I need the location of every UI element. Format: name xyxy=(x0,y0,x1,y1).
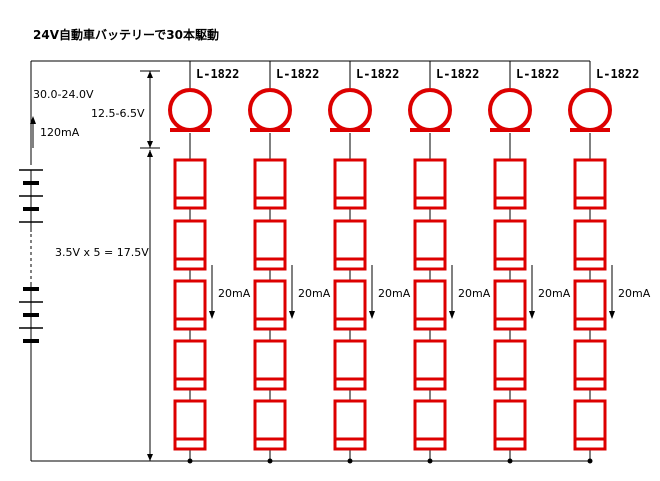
led-current-arrow-head xyxy=(209,311,215,319)
led-body xyxy=(333,219,367,271)
dim-arrow-head xyxy=(147,454,153,461)
led-string-voltage-label: 3.5V x 5 = 17.5V xyxy=(55,246,149,259)
lamp-part-label: L-1822 xyxy=(196,67,240,81)
led-body xyxy=(413,279,447,331)
led-body xyxy=(253,399,287,451)
led-body xyxy=(333,158,367,210)
dim-arrow-head xyxy=(147,71,153,78)
led-body xyxy=(493,158,527,210)
junction-dot xyxy=(267,458,273,464)
dimension-arrows xyxy=(30,70,615,461)
led-body xyxy=(573,219,607,271)
led-current-arrow-head xyxy=(289,311,295,319)
led-body xyxy=(173,399,207,451)
components xyxy=(168,88,612,451)
lamp-bulb xyxy=(168,88,212,132)
led-current-label: 20mA xyxy=(298,287,331,300)
lamp-part-label: L-1822 xyxy=(436,67,480,81)
led-body xyxy=(493,339,527,391)
junction-dot xyxy=(587,458,593,464)
led-body xyxy=(573,158,607,210)
led-body xyxy=(573,279,607,331)
led-body xyxy=(173,219,207,271)
led-body xyxy=(413,219,447,271)
led-body xyxy=(493,399,527,451)
current-arrow-head xyxy=(30,116,36,124)
lamp-part-label: L-1822 xyxy=(596,67,640,81)
led-body xyxy=(413,158,447,210)
junction-dot xyxy=(507,458,513,464)
lamp-bulb xyxy=(408,88,452,132)
supply-voltage-label: 30.0-24.0V xyxy=(33,88,94,101)
junction-dot xyxy=(427,458,433,464)
led-current-arrow-head xyxy=(609,311,615,319)
led-body xyxy=(253,158,287,210)
led-body xyxy=(333,279,367,331)
led-body xyxy=(573,339,607,391)
led-body xyxy=(413,399,447,451)
led-body xyxy=(493,219,527,271)
led-current-arrow-head xyxy=(369,311,375,319)
lamp-voltage-label: 12.5-6.5V xyxy=(91,107,145,120)
total-current-label: 120mA xyxy=(40,126,80,139)
led-current-label: 20mA xyxy=(378,287,411,300)
led-body xyxy=(413,339,447,391)
lamp-bulb xyxy=(488,88,532,132)
led-current-arrow-head xyxy=(449,311,455,319)
lamp-bulb xyxy=(328,88,372,132)
lamp-bulb xyxy=(568,88,612,132)
led-body xyxy=(493,279,527,331)
led-body xyxy=(173,339,207,391)
led-body xyxy=(333,339,367,391)
led-body xyxy=(253,279,287,331)
lamp-part-label: L-1822 xyxy=(276,67,320,81)
junction-dot xyxy=(187,458,193,464)
led-current-label: 20mA xyxy=(218,287,251,300)
lamp-part-label: L-1822 xyxy=(516,67,560,81)
lamp-part-label: L-1822 xyxy=(356,67,400,81)
led-body xyxy=(573,399,607,451)
led-body xyxy=(333,399,367,451)
led-current-label: 20mA xyxy=(618,287,651,300)
led-body xyxy=(253,339,287,391)
led-body xyxy=(173,279,207,331)
lamp-bulb xyxy=(248,88,292,132)
led-current-label: 20mA xyxy=(538,287,571,300)
led-body xyxy=(173,158,207,210)
diagram-title: 24V自動車バッテリーで30本駆動 xyxy=(33,28,219,42)
led-current-label: 20mA xyxy=(458,287,491,300)
wires xyxy=(30,60,593,464)
dim-arrow-head xyxy=(147,141,153,148)
junction-dot xyxy=(347,458,353,464)
dim-arrow-head xyxy=(147,150,153,157)
led-body xyxy=(253,219,287,271)
battery-symbol xyxy=(19,169,43,345)
led-current-arrow-head xyxy=(529,311,535,319)
